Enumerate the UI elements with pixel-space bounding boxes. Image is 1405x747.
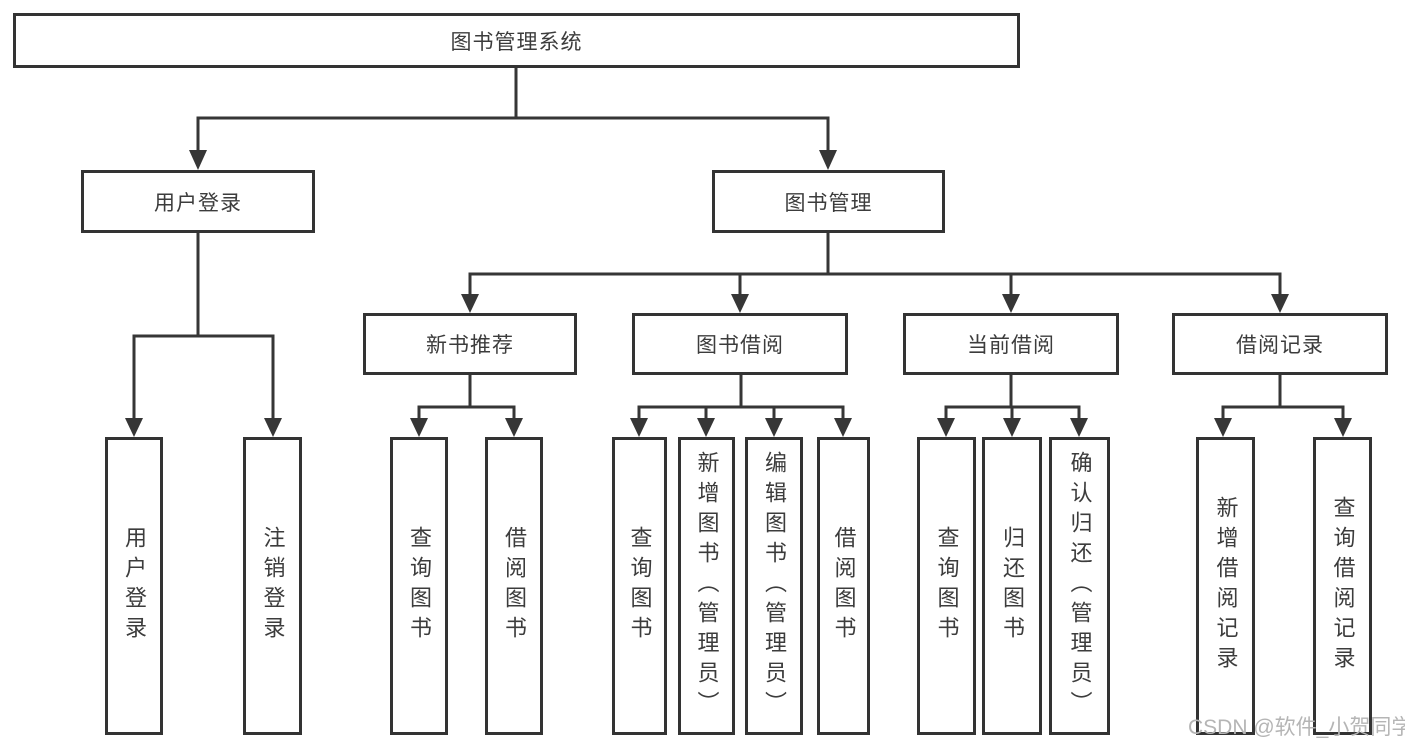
leaf-query-books-current: 查询图书 — [917, 437, 976, 735]
connector-root-to-level2 — [189, 68, 837, 170]
leaf-query-borrow-record: 查询借阅记录 — [1313, 437, 1372, 735]
connector-records-to-leaves — [1214, 375, 1352, 437]
node-label: 注销登录 — [260, 526, 286, 646]
connector-userlogin-to-leaves — [125, 233, 282, 437]
leaf-query-books-borrow: 查询图书 — [612, 437, 667, 735]
node-label: 新书推荐 — [426, 334, 514, 357]
node-label: 查询图书 — [627, 526, 653, 646]
node-label: 新增图书（管理员） — [694, 451, 720, 721]
node-label: 借阅图书 — [502, 526, 527, 646]
node-new-book-recommend: 新书推荐 — [363, 313, 577, 375]
node-user-login: 用户登录 — [81, 170, 315, 233]
node-label: 用户登录 — [154, 191, 242, 215]
leaf-edit-books-admin: 编辑图书（管理员） — [745, 437, 803, 735]
node-label: 借阅图书 — [831, 526, 857, 646]
leaf-query-books-recommend: 查询图书 — [390, 437, 448, 735]
node-label: 确认归还（管理员） — [1067, 451, 1093, 721]
leaf-add-books-admin: 新增图书（管理员） — [678, 437, 735, 735]
node-label: 查询图书 — [934, 526, 960, 646]
node-library-management-system: 图书管理系统 — [13, 13, 1020, 68]
connector-bookmgmt-to-level3 — [461, 233, 1289, 313]
node-borrow-records: 借阅记录 — [1172, 313, 1388, 375]
node-label: 编辑图书（管理员） — [762, 451, 787, 721]
node-label: 借阅记录 — [1236, 334, 1324, 357]
csdn-watermark: CSDN @软件_小贺同学 — [1188, 716, 1405, 739]
node-label: 图书管理 — [784, 191, 873, 215]
node-label: 图书借阅 — [696, 334, 784, 357]
node-label: 查询图书 — [407, 526, 432, 646]
connector-borrow-to-leaves — [630, 375, 852, 437]
connector-current-to-leaves — [937, 375, 1088, 437]
node-label: 用户登录 — [122, 526, 147, 646]
leaf-return-books: 归还图书 — [982, 437, 1042, 735]
node-label: 新增借阅记录 — [1213, 496, 1239, 676]
leaf-borrow-books-recommend: 借阅图书 — [485, 437, 543, 735]
leaf-add-borrow-record: 新增借阅记录 — [1196, 437, 1255, 735]
node-label: 图书管理系统 — [450, 30, 583, 54]
node-label: 查询借阅记录 — [1330, 496, 1356, 676]
node-label: 当前借阅 — [967, 334, 1055, 357]
leaf-logout: 注销登录 — [243, 437, 302, 735]
leaf-user-login: 用户登录 — [105, 437, 163, 735]
connector-newrec-to-leaves — [410, 375, 523, 437]
leaf-confirm-return-admin: 确认归还（管理员） — [1049, 437, 1110, 735]
node-book-management: 图书管理 — [712, 170, 945, 233]
node-book-borrow: 图书借阅 — [632, 313, 848, 375]
node-current-borrow: 当前借阅 — [903, 313, 1119, 375]
leaf-borrow-books: 借阅图书 — [817, 437, 870, 735]
node-label: 归还图书 — [1000, 526, 1025, 646]
